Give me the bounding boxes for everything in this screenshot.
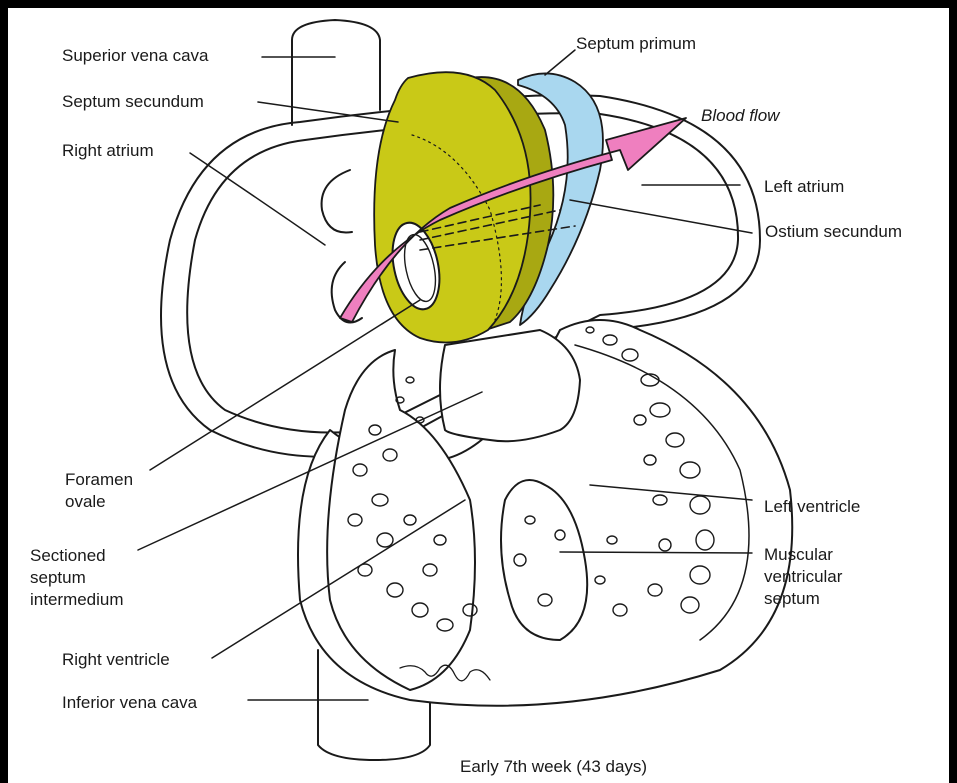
label-left-atrium: Left atrium bbox=[764, 176, 844, 198]
label-sectioned-septum-intermedium: Sectioned septum intermedium bbox=[30, 545, 124, 611]
figure-caption: Early 7th week (43 days) bbox=[460, 756, 647, 778]
label-left-ventricle: Left ventricle bbox=[764, 496, 860, 518]
label-ostium-secundum: Ostium secundum bbox=[765, 221, 902, 243]
label-muscular-ventricular-septum: Muscular ventricular septum bbox=[764, 544, 842, 610]
septum-intermedium bbox=[440, 330, 580, 441]
label-septum-secundum: Septum secundum bbox=[62, 91, 204, 113]
label-right-ventricle: Right ventricle bbox=[62, 649, 170, 671]
diagram-frame: Superior vena cava Septum secundum Right… bbox=[8, 8, 949, 783]
label-superior-vena-cava: Superior vena cava bbox=[62, 45, 208, 67]
label-blood-flow: Blood flow bbox=[701, 105, 779, 127]
label-foramen-ovale: Foramen ovale bbox=[65, 469, 133, 513]
label-inferior-vena-cava: Inferior vena cava bbox=[62, 692, 197, 714]
label-septum-primum: Septum primum bbox=[576, 33, 696, 55]
label-right-atrium: Right atrium bbox=[62, 140, 154, 162]
right-atrium-opening-upper bbox=[322, 170, 352, 233]
